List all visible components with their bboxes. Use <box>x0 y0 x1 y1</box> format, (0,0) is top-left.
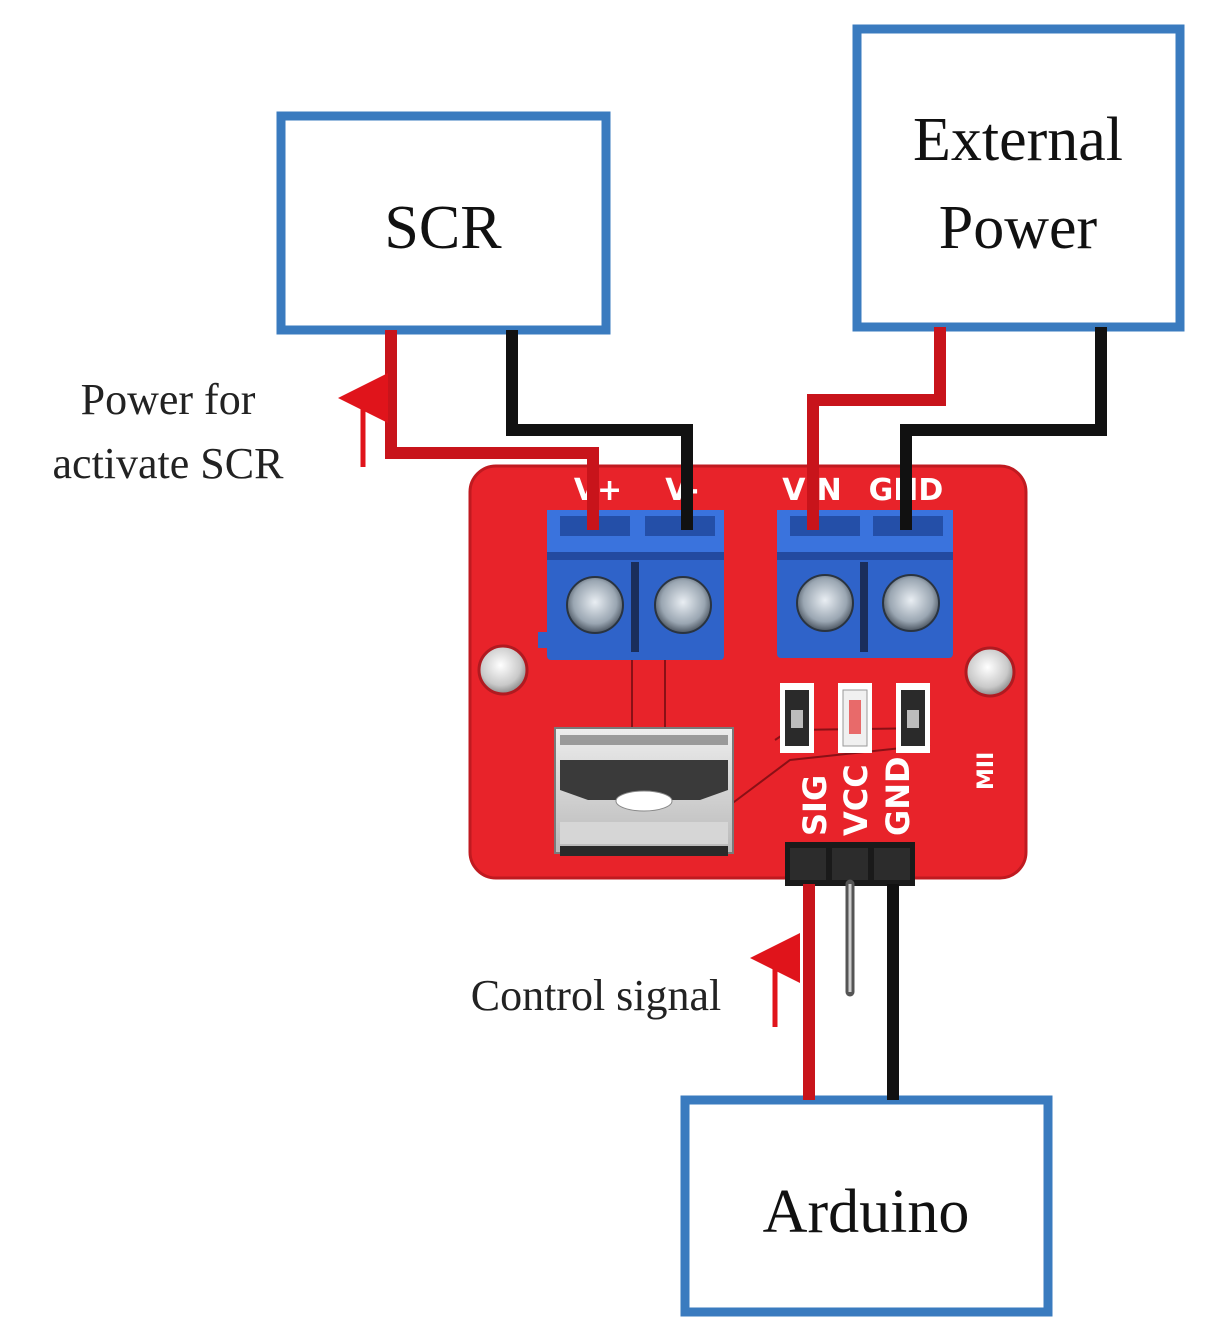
mosfet-driver-board: V+ V- VIN GND <box>468 464 1028 886</box>
wire-scr-positive <box>385 330 599 530</box>
wires <box>385 327 1107 1100</box>
smd-resistor <box>896 683 930 753</box>
wire-external-positive <box>807 327 946 530</box>
external-power-box: External Power <box>852 24 1185 332</box>
silk-vcc: VCC <box>837 764 875 836</box>
caption-control-signal: Control signal <box>471 971 722 1020</box>
screw-icon <box>796 574 854 632</box>
mounting-hole-right <box>964 646 1016 698</box>
silk-mark: MII <box>974 752 999 790</box>
scr-label: SCR <box>384 194 502 262</box>
caption-power-line2: activate SCR <box>53 439 285 488</box>
wire-external-ground <box>900 327 1107 530</box>
mounting-hole-left <box>477 644 529 696</box>
screw-icon <box>654 576 712 634</box>
pin-header <box>785 842 915 886</box>
mosfet-chip <box>554 727 734 856</box>
smd-resistor <box>780 683 814 753</box>
terminal-block-right <box>777 510 953 658</box>
arduino-label: Arduino <box>763 1178 970 1246</box>
terminal-block-left <box>538 510 724 660</box>
smd-led <box>838 683 872 753</box>
caption-power-line1: Power for <box>81 375 256 424</box>
external-power-label-line2: Power <box>939 194 1098 262</box>
screw-icon <box>566 576 624 634</box>
scr-box: SCR <box>276 111 611 335</box>
arduino-box: Arduino <box>680 1095 1053 1317</box>
external-power-label-line1: External <box>913 106 1123 174</box>
silk-gnd-header: GND <box>879 756 917 836</box>
silk-sig: SIG <box>796 775 834 836</box>
screw-icon <box>882 574 940 632</box>
wire-scr-negative <box>506 330 693 530</box>
